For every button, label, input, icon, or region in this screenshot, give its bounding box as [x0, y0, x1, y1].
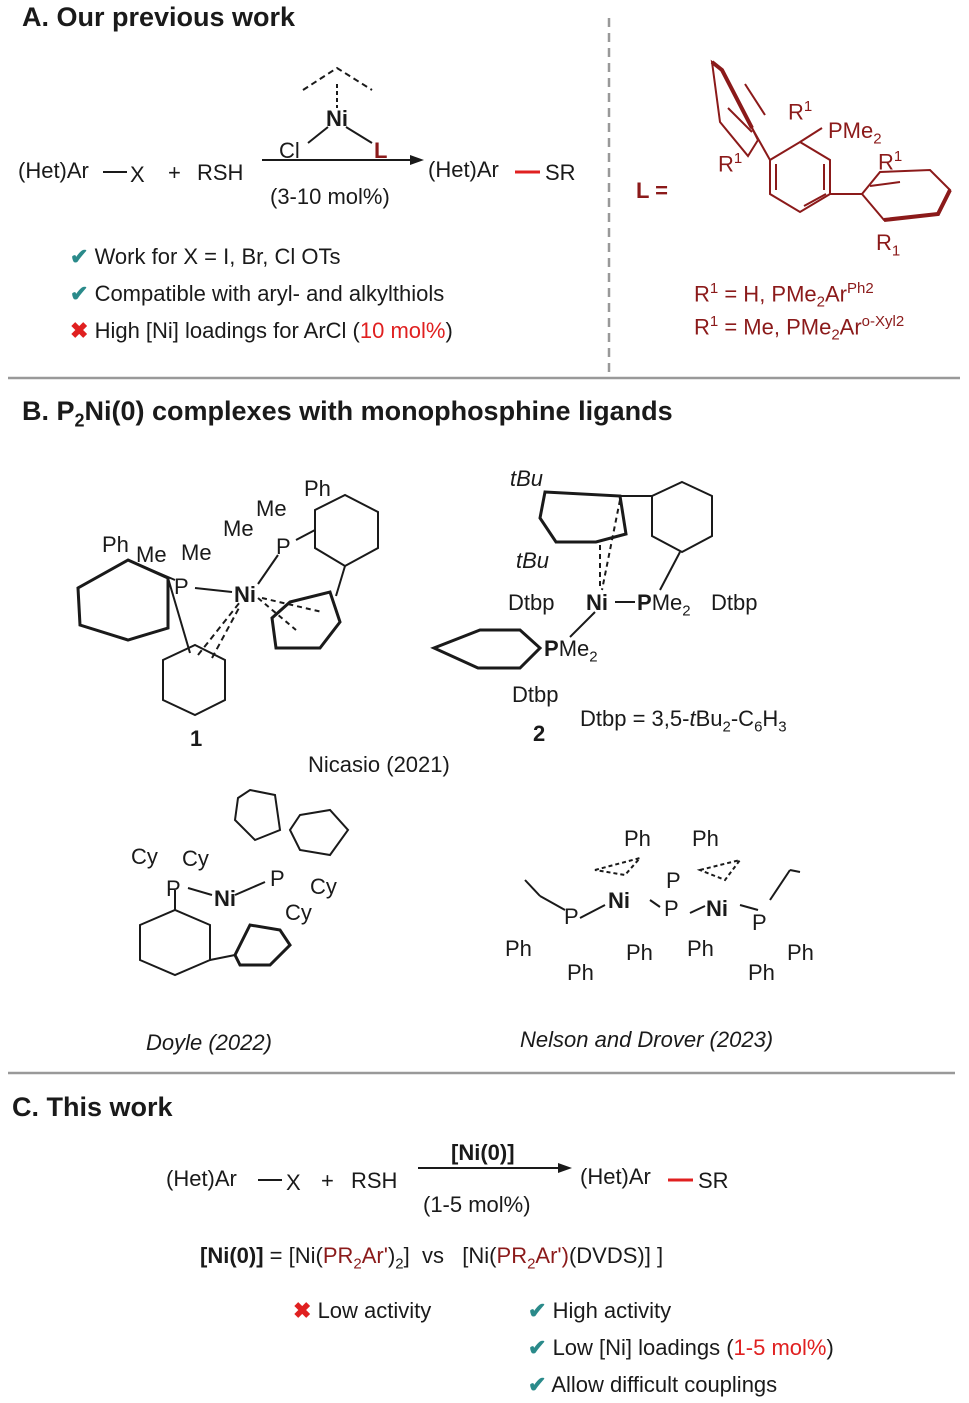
ligand-r1-bottom: R1 [876, 230, 901, 260]
c3-p-left: P [166, 876, 181, 901]
ligand-structure [710, 59, 952, 222]
cross-icon: ✖ [293, 1298, 312, 1323]
ligand-r1-left: R1 [718, 150, 743, 177]
c2-tbu-top: tBu [510, 466, 544, 491]
product-sr-a: SR [545, 160, 576, 185]
point-a-2: ✔ Compatible with aryl- and alkylthiols [70, 281, 445, 306]
check-icon: ✔ [528, 1372, 547, 1397]
ligand-r1-top: R1 [788, 98, 813, 125]
c3-cy-2: Cy [182, 846, 209, 871]
c4-ph-2: Ph [692, 826, 719, 851]
check-icon: ✔ [528, 1298, 547, 1323]
c1-me-3: Me [223, 516, 254, 541]
dtbp-definition: Dtbp = 3,5-tBu2-C6H3 [580, 706, 787, 736]
c3-ni: Ni [214, 886, 236, 911]
check-icon: ✔ [70, 244, 89, 269]
c2-pme2-right: PMe2 [637, 590, 691, 620]
ligand-def-1: R1 = H, PMe2ArPh2 [694, 280, 874, 311]
c1-ni: Ni [234, 582, 256, 607]
section-b-title: B. P2Ni(0) complexes with monophosphine … [22, 396, 673, 431]
ligand-r1-right: R1 [878, 148, 903, 175]
c2-tbu-bottom: tBu [516, 548, 550, 573]
c1-me-1: Me [136, 542, 167, 567]
c4-ph-3: Ph [505, 936, 532, 961]
loading-c: (1-5 mol%) [423, 1192, 531, 1217]
section-c-title: C. This work [12, 1092, 173, 1122]
point-a-1: ✔ Work for X = I, Br, Cl OTs [70, 244, 341, 269]
complex-4-structure [524, 856, 801, 919]
c1-label: 1 [190, 726, 203, 751]
complex-3-structure [139, 788, 350, 977]
point-c-good-1: ✔ High activity [528, 1298, 672, 1323]
cross-icon: ✖ [70, 318, 89, 343]
leaving-group-c: X [286, 1170, 301, 1195]
ligand-pme2: PMe2 [828, 118, 882, 148]
c2-label: 2 [533, 721, 546, 746]
reactant-aryl-halide-c: (Het)Ar [166, 1166, 237, 1191]
c3-p-right: P [270, 866, 285, 891]
c4-ph-7: Ph [787, 940, 814, 965]
product-ar-a: (Het)Ar [428, 157, 499, 182]
reactant-aryl-halide-a: (Het)Ar [18, 158, 89, 183]
point-c-bad: ✖ Low activity [293, 1298, 432, 1323]
c1-ph-left: Ph [102, 532, 129, 557]
credit-doyle: Doyle (2022) [146, 1030, 272, 1055]
complex-2-structure [430, 480, 713, 670]
c4-p-left: P [564, 904, 579, 929]
c3-cy-3: Cy [310, 874, 337, 899]
c3-cy-1: Cy [131, 844, 158, 869]
c2-ni: Ni [586, 590, 608, 615]
c4-ph-4: Ph [567, 960, 594, 985]
check-icon: ✔ [528, 1335, 547, 1360]
credit-nelson-drover: Nelson and Drover (2023) [520, 1027, 774, 1052]
catalyst-definition: [Ni(0)] = [Ni(PR2Ar')2] vs [Ni(PR2Ar')(D… [200, 1243, 664, 1273]
complex-1-structure [76, 493, 379, 717]
c3-cy-4: Cy [285, 900, 312, 925]
leaving-group-a: X [130, 162, 145, 187]
c1-ph-right: Ph [304, 476, 331, 501]
reaction-a [103, 66, 424, 173]
point-a-3: ✖ High [Ni] loadings for ArCl (10 mol%) [70, 318, 453, 343]
c4-ni-2: Ni [706, 896, 728, 921]
point-c-good-2: ✔ Low [Ni] loadings (1-5 mol%) [528, 1335, 834, 1360]
thiol-a: RSH [197, 160, 244, 185]
c4-p-right: P [752, 910, 767, 935]
c2-dtbp-3: Dtbp [512, 682, 559, 707]
ligand-label: L = [636, 178, 669, 203]
ligand-def-2: R1 = Me, PMe2Aro-Xyl2 [694, 313, 905, 344]
c2-dtbp-2: Dtbp [711, 590, 758, 615]
catalyst-ni-a: Ni [326, 106, 348, 131]
c4-ph-5: Ph [626, 940, 653, 965]
c1-me-4: Me [256, 496, 287, 521]
c1-p-left: P [174, 574, 189, 599]
catalyst-c: [Ni(0)] [451, 1140, 515, 1165]
credit-nicasio: Nicasio (2021) [308, 752, 450, 777]
check-icon: ✔ [70, 281, 89, 306]
c4-ph-8: Ph [748, 960, 775, 985]
c1-me-2: Me [181, 540, 212, 565]
catalyst-ligand-a: L [374, 138, 388, 163]
loading-a: (3-10 mol%) [270, 184, 390, 209]
product-ar-c: (Het)Ar [580, 1164, 651, 1189]
c1-p-right: P [276, 534, 291, 559]
c4-ph-6: Ph [687, 936, 714, 961]
c4-p-top: P [666, 868, 681, 893]
product-sr-c: SR [698, 1168, 729, 1193]
c4-ni-1: Ni [608, 888, 630, 913]
point-c-good-3: ✔ Allow difficult couplings [528, 1372, 778, 1397]
c2-dtbp-1: Dtbp [508, 590, 555, 615]
c4-p-mid: P [664, 896, 679, 921]
section-a-title: A. Our previous work [22, 2, 296, 32]
c4-ph-1: Ph [624, 826, 651, 851]
catalyst-cl-a: Cl [279, 138, 300, 163]
c2-pme2-left: PMe2 [544, 636, 598, 666]
plus-a: + [168, 160, 181, 185]
plus-c: + [321, 1168, 334, 1193]
reaction-c [258, 1163, 572, 1181]
thiol-c: RSH [351, 1168, 398, 1193]
